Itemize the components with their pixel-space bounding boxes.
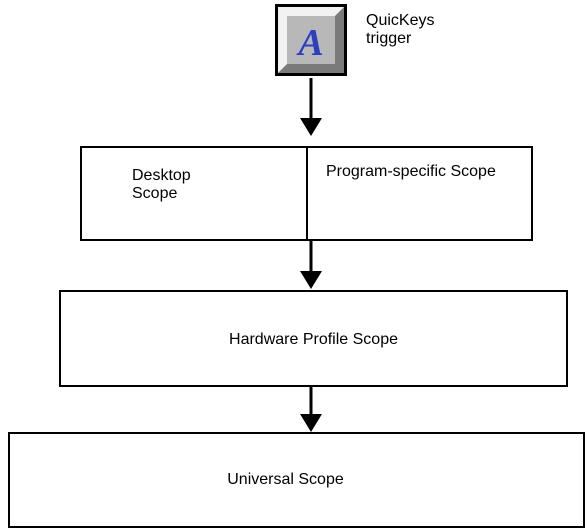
universal-scope-label: Universal Scope [227,471,344,488]
arrow-down-icon [300,78,322,136]
trigger-label: QuicKeys trigger [366,12,435,47]
program-specific-scope-label: Program-specific Scope [326,163,496,180]
trigger-glyph: A [296,22,323,64]
hardware-profile-scope-box [59,290,568,387]
arrow-down-icon [300,386,322,432]
scope-divider [306,148,308,239]
desktop-program-scope-box [80,146,533,241]
arrow-down-icon [300,241,322,289]
desktop-scope-label: Desktop Scope [132,167,191,202]
quickeys-trigger-icon: A [275,4,347,76]
universal-scope-box [8,432,585,528]
hardware-profile-scope-label: Hardware Profile Scope [229,331,398,348]
